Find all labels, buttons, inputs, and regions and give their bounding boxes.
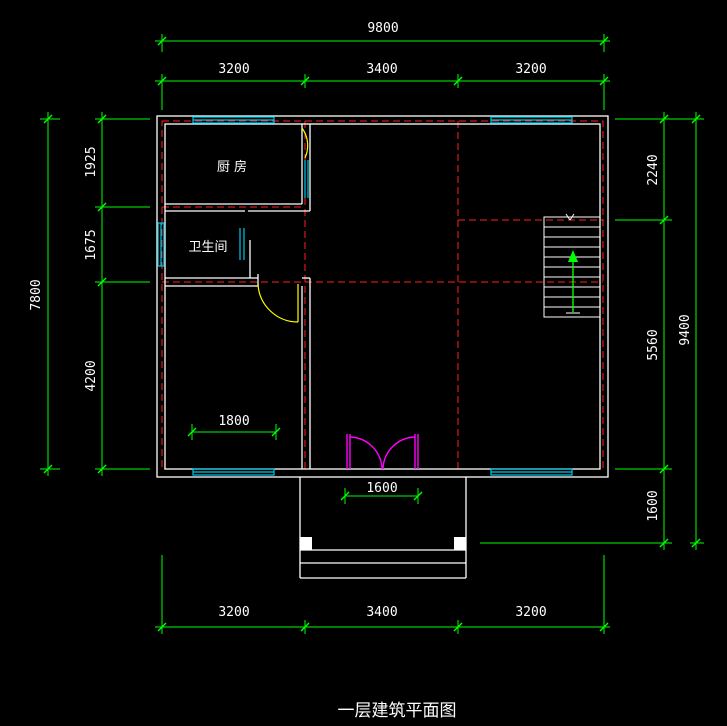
porch-columns — [300, 537, 466, 550]
dim-right-2240: 2240 — [646, 154, 661, 185]
room-label-bathroom: 卫生间 — [188, 240, 227, 255]
dim-window-1800: 1800 — [218, 414, 249, 429]
staircase — [543, 213, 601, 318]
dim-top-total: 9800 — [367, 21, 398, 36]
dimension-lines — [40, 34, 704, 634]
dim-top-bay-3: 3200 — [515, 62, 546, 77]
interior-doors — [257, 127, 309, 323]
dim-right-1600: 1600 — [646, 490, 661, 521]
entry-double-door — [346, 434, 419, 470]
dim-right-5560: 5560 — [646, 329, 661, 360]
dim-left-1675: 1675 — [84, 229, 99, 260]
dim-left-1925: 1925 — [84, 146, 99, 177]
dim-left-4200: 4200 — [84, 360, 99, 391]
dim-bottom-bay-1: 3200 — [218, 605, 249, 620]
walls — [156, 115, 609, 579]
dim-top-bay-1: 3200 — [218, 62, 249, 77]
dim-top-bay-2: 3400 — [366, 62, 397, 77]
windows — [157, 116, 573, 476]
dim-door-1600: 1600 — [366, 481, 397, 496]
dimension-ticks — [43, 36, 701, 632]
dim-bottom-bay-2: 3400 — [366, 605, 397, 620]
dim-left-total: 7800 — [29, 279, 44, 310]
dim-right-total: 9400 — [678, 314, 693, 345]
stair-up-arrow-icon — [568, 250, 578, 312]
dim-bottom-bay-3: 3200 — [515, 605, 546, 620]
drawing-title: 一层建筑平面图 — [338, 701, 457, 721]
room-label-kitchen: 厨 房 — [217, 159, 247, 175]
